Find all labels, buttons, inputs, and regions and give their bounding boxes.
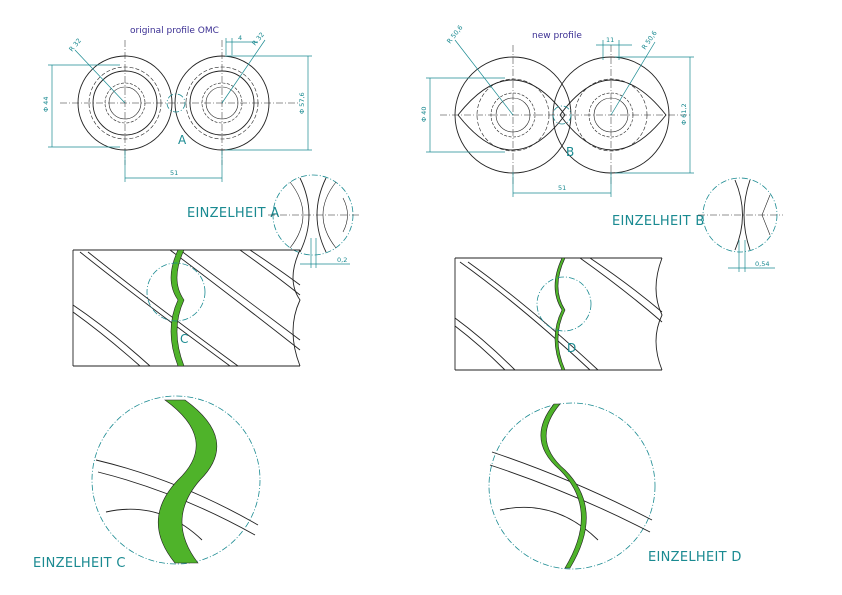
detail-a-flank-3 xyxy=(289,181,304,249)
flight-2a xyxy=(72,304,151,367)
detail-b-edge xyxy=(761,194,771,236)
detail-b-flank-2 xyxy=(743,179,751,251)
detail-b-circle xyxy=(552,105,572,125)
flight-1b xyxy=(87,251,239,367)
detail-a-flank-4 xyxy=(322,181,337,249)
detail-d-flight-2 xyxy=(489,464,651,533)
flight-4b xyxy=(249,249,301,286)
new-center-distance-label: 51 xyxy=(558,184,566,192)
detail-a-flank-2 xyxy=(316,177,327,253)
detail-b-label: EINZELHEIT B xyxy=(612,214,705,229)
new-dia-outer-label: Φ 61,2 xyxy=(680,103,688,125)
title-new-profile: new profile xyxy=(532,31,582,41)
flight-2b xyxy=(72,311,141,367)
clearance-zone-c xyxy=(170,249,185,367)
detail-d-view: EINZELHEIT D xyxy=(488,402,742,570)
new-flight-2b xyxy=(454,325,506,371)
detail-c-view: EINZELHEIT C xyxy=(33,395,261,571)
detail-a-flank-1 xyxy=(299,177,310,253)
flight-4a xyxy=(239,249,301,296)
marker-c: C xyxy=(180,332,188,346)
new-flight-1b xyxy=(467,261,599,371)
detail-a-label: EINZELHEIT A xyxy=(187,206,280,221)
radius-label-left: R 32 xyxy=(67,37,83,54)
new-flight-3b xyxy=(589,257,663,313)
detail-d-circle xyxy=(536,276,592,332)
detail-d-flight-3 xyxy=(499,506,599,541)
clearance-zone-d xyxy=(554,257,566,371)
new-radius-leader-left xyxy=(454,39,514,116)
new-flight-2a xyxy=(454,317,516,371)
flight-3b xyxy=(179,249,301,341)
original-screw-side-view: C xyxy=(72,249,301,367)
gap-label: 4 xyxy=(238,34,242,42)
new-gap-label: 11 xyxy=(606,36,614,44)
center-distance-label: 51 xyxy=(170,169,178,177)
new-screw-right-edge xyxy=(655,257,663,371)
radius-label-right: R 32 xyxy=(250,31,266,48)
new-dia-inner-label: Φ 40 xyxy=(420,107,428,122)
new-radius-label-right: R 50,6 xyxy=(640,29,659,51)
new-flight-3a xyxy=(579,257,663,323)
marker-a: A xyxy=(178,133,187,147)
detail-c-circle xyxy=(146,262,206,322)
detail-a-arc xyxy=(342,197,348,233)
detail-b-gap-label: 0,54 xyxy=(755,260,769,268)
marker-d: D xyxy=(567,341,576,355)
detail-a-view: EINZELHEIT A 0,2 xyxy=(187,174,360,268)
flight-3a xyxy=(169,249,301,351)
screw-right-edge xyxy=(292,249,301,367)
detail-d-flight-1 xyxy=(491,451,653,521)
new-flight-1a xyxy=(459,261,591,371)
dia-inner-label: Φ 44 xyxy=(42,97,50,112)
detail-c-clearance xyxy=(157,399,218,564)
new-radius-leader-right xyxy=(610,41,656,116)
new-screw-side-view: D xyxy=(454,257,663,371)
new-radius-label-left: R 50,6 xyxy=(445,24,464,46)
detail-a-circle xyxy=(166,93,186,113)
detail-d-view-circle xyxy=(488,402,656,570)
flight-1a xyxy=(79,251,231,367)
detail-c-label: EINZELHEIT C xyxy=(33,556,126,571)
detail-c-flight-3 xyxy=(105,508,203,541)
detail-c-view-circle xyxy=(91,395,261,565)
title-original-profile: original profile OMC xyxy=(130,26,219,36)
detail-a-gap-label: 0,2 xyxy=(337,256,347,264)
marker-b: B xyxy=(566,145,574,159)
detail-b-flank-1 xyxy=(734,179,743,251)
detail-d-label: EINZELHEIT D xyxy=(648,550,742,565)
radius-leader-left xyxy=(74,49,126,104)
detail-b-view: EINZELHEIT B 0,54 xyxy=(612,177,783,272)
original-profile-section: original profile OMC R 32 R 32 4 Φ xyxy=(42,26,312,182)
new-profile-section: new profile R 50,6 R 50,6 11 Φ 40 Φ 61,2 xyxy=(420,24,694,197)
dia-outer-label: Φ 57,6 xyxy=(298,92,306,114)
detail-d-clearance xyxy=(540,403,587,569)
radius-leader-right xyxy=(221,39,266,104)
